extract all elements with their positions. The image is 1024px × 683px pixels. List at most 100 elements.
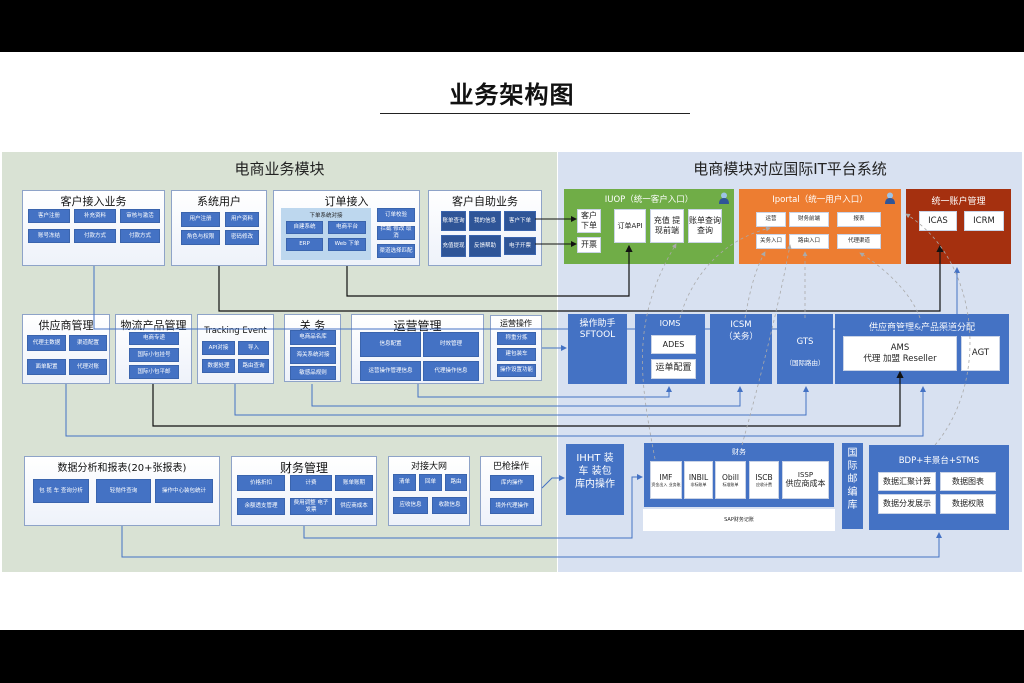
chip[interactable]: 客户注册	[28, 209, 70, 223]
order-system-integration: 下单系统对接 自建系统 电商平台 ERP Web 下单	[281, 208, 371, 260]
chip[interactable]: 清单	[393, 474, 416, 491]
chip[interactable]: Web 下单	[328, 238, 366, 251]
chip[interactable]: 电商专递	[129, 332, 179, 345]
chip[interactable]: 包 揽 车 查询分析	[33, 479, 89, 503]
iportal-item[interactable]: 代理渠道	[837, 234, 881, 249]
chip[interactable]: 代理对账	[69, 359, 107, 375]
chip[interactable]: 计费	[290, 475, 332, 491]
chip[interactable]: 客户下单	[504, 211, 536, 231]
item-sub: 标准账单	[722, 482, 739, 488]
gts-system[interactable]: GTS （国际路由）	[777, 314, 833, 384]
chip[interactable]: 账单账期	[335, 475, 373, 491]
chip[interactable]: 敏感品规则	[290, 366, 336, 380]
iportal-item[interactable]: 运营	[756, 212, 786, 227]
ihht-system[interactable]: IHHT 装车 装包 库内操作	[566, 444, 624, 515]
chip[interactable]: 订单校验	[377, 208, 415, 222]
chip[interactable]: ERP	[286, 238, 323, 251]
chip[interactable]: 路由	[445, 474, 467, 491]
chip[interactable]: 账单查询	[441, 211, 466, 231]
ioms-item[interactable]: 运单配置	[651, 359, 696, 379]
iportal-item[interactable]: 报表	[837, 212, 881, 227]
ams-sublabel: 代理 加盟 Reseller	[863, 353, 937, 364]
chip[interactable]: 库内操作	[490, 475, 534, 491]
chip[interactable]: 回单	[419, 474, 442, 491]
bdp-item[interactable]: 数据图表	[940, 472, 996, 491]
chip[interactable]: 充值提现	[441, 235, 466, 257]
item-sub: 应收计费	[756, 482, 772, 488]
ams-label: AMS	[890, 342, 910, 353]
chip[interactable]: 建包装车	[497, 348, 536, 361]
chip[interactable]: 用户资料	[225, 212, 259, 227]
chip[interactable]: 渠道选择匹配	[377, 244, 415, 258]
chip[interactable]: 海关系统对接	[290, 347, 336, 364]
bdp-item[interactable]: 数据汇聚计算	[878, 472, 936, 491]
agt-box[interactable]: AGT	[961, 336, 1000, 371]
chip[interactable]: 反馈帮助	[469, 235, 501, 257]
chip[interactable]: 导入	[238, 341, 269, 355]
chip[interactable]: 代理主数据	[27, 335, 66, 351]
chip[interactable]: 应收信息	[393, 497, 428, 514]
icsm-system[interactable]: ICSM （关务）	[710, 314, 772, 384]
ams-box[interactable]: AMS 代理 加盟 Reseller	[843, 336, 957, 371]
chip[interactable]: 电商品名库	[290, 330, 336, 345]
chip[interactable]: 操作设置功能	[497, 364, 536, 377]
iuop-item[interactable]: 开票	[577, 237, 601, 253]
iportal-item[interactable]: 路由入口	[789, 234, 829, 249]
finance-item-issp[interactable]: ISSP 供应商成本	[782, 461, 829, 499]
chip[interactable]: 费用调整 电子发票	[290, 498, 332, 515]
bdp-item[interactable]: 数据权限	[940, 494, 996, 514]
sap-ledger[interactable]: SAP财务记账	[643, 509, 835, 531]
ioms-item[interactable]: ADES	[651, 335, 696, 354]
chip[interactable]: 角色与权限	[181, 230, 220, 245]
chip[interactable]: 数据处理	[202, 359, 235, 373]
chip[interactable]: 用户注册	[181, 212, 220, 227]
finance-item-imf[interactable]: IMF 资金出入 业务账	[650, 461, 682, 499]
chip[interactable]: 余额透支管理	[237, 498, 285, 515]
chip[interactable]: 密码修改	[225, 230, 259, 245]
account-item[interactable]: ICRM	[964, 211, 1004, 231]
chip[interactable]: 路由查询	[238, 359, 269, 373]
chip[interactable]: 审核与激活	[120, 209, 160, 223]
finance-item-inbil[interactable]: INBIL 非标账单	[684, 461, 713, 499]
chip[interactable]: 付款方式	[120, 229, 160, 243]
iportal-item[interactable]: 关务入口	[756, 234, 786, 249]
chip[interactable]: 我的信息	[469, 211, 501, 231]
chip[interactable]: 补充资料	[74, 209, 116, 223]
chip[interactable]: 国际小包平邮	[129, 365, 179, 379]
chip[interactable]: 面单配置	[27, 359, 66, 375]
chip[interactable]: 电商平台	[328, 221, 366, 234]
bdp-item[interactable]: 数据分发展示	[878, 494, 936, 514]
chip[interactable]: 收款信息	[432, 497, 467, 514]
chip[interactable]: API对接	[202, 341, 235, 355]
iuop-item[interactable]: 账单查询查询	[688, 209, 722, 243]
sftool-system[interactable]: 操作助手 SFTOOL	[568, 314, 627, 384]
chip[interactable]: 国际小包挂号	[129, 348, 179, 362]
chip[interactable]: 付款方式	[74, 229, 116, 243]
finance-item-obill[interactable]: Obill 标准账单	[715, 461, 746, 499]
account-item[interactable]: ICAS	[919, 211, 957, 231]
chip[interactable]: 价格折扣	[237, 475, 285, 491]
chip[interactable]: 境外代理操作	[490, 498, 534, 514]
chip[interactable]: 运营操作管理信息	[360, 361, 421, 381]
chip[interactable]: 供应商成本	[335, 498, 373, 515]
chip[interactable]: 代理操作信息	[423, 361, 479, 381]
chip[interactable]: 账号冻结	[28, 229, 70, 243]
iuop-item[interactable]: 订单API	[614, 209, 646, 243]
chip[interactable]: 轻抛件查询	[96, 479, 151, 503]
chip[interactable]: 渠道配置	[69, 335, 107, 351]
iportal-item[interactable]: 财务前端	[789, 212, 829, 227]
postal-code-system[interactable]: 国际邮编库	[842, 443, 863, 529]
chip[interactable]: 自建系统	[286, 221, 323, 234]
finance-item-iscb[interactable]: ISCB 应收计费	[749, 461, 779, 499]
network-box: 对接大网 清单 回单 路由 应收信息 收款信息	[388, 456, 470, 526]
chip[interactable]: 信息配置	[360, 332, 421, 357]
chip[interactable]: 操作中心装包统计	[155, 479, 213, 503]
system-title: 财务	[732, 448, 746, 456]
chip[interactable]: 电子开票	[504, 237, 536, 255]
chip[interactable]: 称重分拣	[497, 332, 536, 345]
item-name: ISSP	[797, 470, 814, 479]
iuop-item[interactable]: 客户下单	[577, 209, 601, 233]
chip[interactable]: 拦截 修改 取消	[377, 226, 415, 240]
iuop-item[interactable]: 充值 提现前端	[650, 209, 684, 243]
chip[interactable]: 时效管理	[423, 332, 479, 357]
